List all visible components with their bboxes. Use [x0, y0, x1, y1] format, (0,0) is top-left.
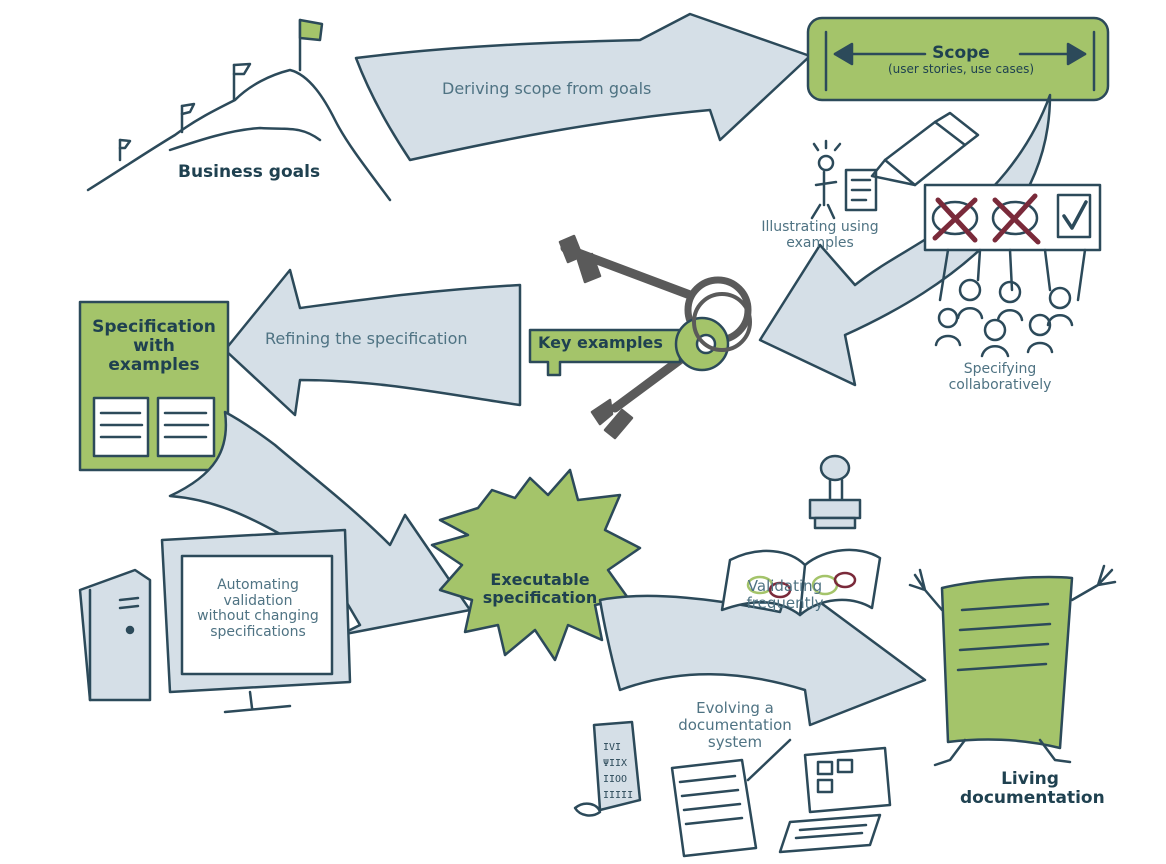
refining-arrow: [223, 268, 522, 417]
key-examples-label: Key examples: [538, 333, 663, 352]
svg-text:IIIII: IIIII: [603, 790, 633, 801]
happy-document-character-icon: [908, 564, 1117, 767]
computer-tower-icon: [78, 568, 152, 702]
validating-line-1: Validating: [747, 577, 823, 595]
stone-tablet-icon: IVI ΨIIX IIOO IIIII: [573, 720, 642, 817]
automating-label: Automating validation without changing s…: [182, 577, 334, 641]
specifying-label: Specifying collaboratively: [940, 361, 1060, 393]
lightbulb-person-icon: [810, 139, 878, 220]
evolving-line-2: documentation: [678, 715, 792, 734]
spec-line-2: with: [133, 336, 175, 357]
business-goals-label: Business goals: [178, 162, 321, 182]
evolving-label: Evolving a documentation system: [660, 700, 810, 750]
document-icon: [78, 300, 230, 472]
svg-text:ΨIIX: ΨIIX: [603, 758, 627, 769]
specification-with-examples-label: Specification with examples: [86, 317, 222, 376]
deriving-scope-arrow: [354, 12, 812, 162]
crossed-out-idea-icon: [931, 193, 1041, 245]
handwritten-page-icon: [670, 738, 792, 858]
automating-line-3: without changing: [197, 608, 319, 625]
refining-label: Refining the specification: [265, 329, 468, 348]
idea-board: [923, 183, 1102, 252]
svg-text:IVI: IVI: [603, 742, 621, 753]
scope-subtitle: (user stories, use cases): [887, 62, 1035, 77]
exec-line-1: Executable: [490, 570, 590, 589]
deriving-scope-label: Deriving scope from goals: [442, 79, 652, 98]
living-documentation-label: Living documentation: [960, 769, 1105, 809]
laptop-icon: [778, 746, 892, 854]
spec-line-3: examples: [108, 355, 200, 376]
exec-line-2: specification: [482, 587, 598, 607]
scope-title: Scope: [932, 43, 990, 63]
executable-specification-star: [430, 468, 642, 662]
checkmark-box-icon: [1056, 193, 1092, 239]
rubber-stamp-icon: [808, 454, 862, 530]
scope-label: Scope (user stories, use cases): [848, 43, 1074, 77]
living-line-2: documentation: [960, 788, 1105, 809]
monitor-icon: [160, 528, 352, 714]
automating-line-4: specifications: [210, 624, 306, 641]
scope-box: [806, 16, 1110, 102]
evolving-line-3: system: [707, 732, 763, 751]
illustrating-line-2: examples: [786, 234, 854, 251]
validating-label: Validating frequently: [735, 578, 835, 612]
specifying-line-2: collaboratively: [948, 376, 1052, 393]
pencil-icon: [870, 111, 980, 187]
evolving-arrow: [598, 578, 927, 727]
executable-specification-label: Executable specification: [474, 571, 606, 607]
automating-line-2: validation: [223, 592, 293, 609]
living-line-1: Living: [1001, 769, 1059, 789]
illustrating-label: Illustrating using examples: [750, 219, 890, 251]
key-examples-key: [528, 292, 752, 377]
people-group-icon: [934, 248, 1087, 358]
specifying-line-1: Specifying: [963, 361, 1037, 377]
mountain-flags-icon: [86, 18, 392, 202]
automating-line-1: Automating: [217, 577, 299, 593]
svg-text:IIOO: IIOO: [603, 774, 627, 785]
spec-line-1: Specification: [92, 317, 216, 337]
illustrating-line-1: Illustrating using: [761, 219, 879, 235]
evolving-line-1: Evolving a: [696, 699, 774, 717]
open-book-icon: [720, 548, 882, 617]
validating-line-2: frequently: [746, 593, 824, 612]
